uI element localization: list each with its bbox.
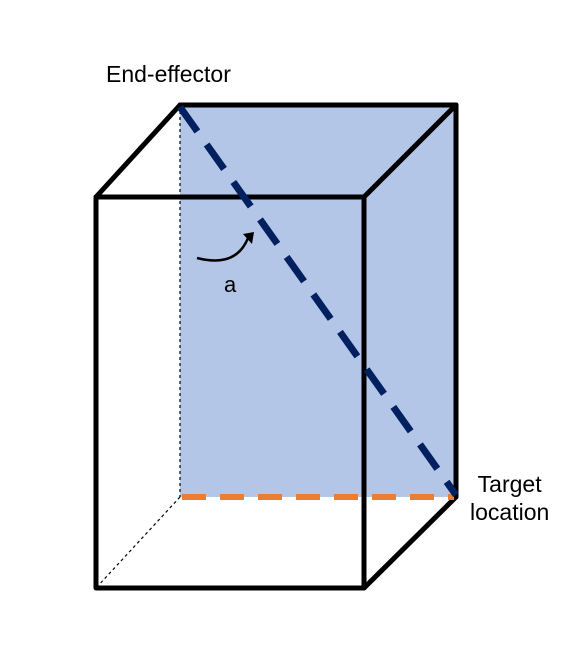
angle-label: a <box>224 272 237 297</box>
end-effector-to-target-line <box>177 104 459 498</box>
hidden-floor-edge <box>95 496 181 589</box>
curved-arrow-icon <box>196 232 254 262</box>
box-outline <box>93 102 459 591</box>
bottom-right-edge <box>361 494 459 591</box>
angle-arrowhead <box>243 232 254 244</box>
target-location-label: Target location <box>470 470 549 526</box>
target-label-line1: Target <box>477 471 542 497</box>
top-right-edge <box>361 102 459 200</box>
front-face <box>93 194 367 591</box>
angle-arc <box>196 237 250 262</box>
top-left-edge <box>93 102 183 200</box>
end-effector-label: End-effector <box>106 61 231 87</box>
target-label-line2: location <box>470 499 550 526</box>
